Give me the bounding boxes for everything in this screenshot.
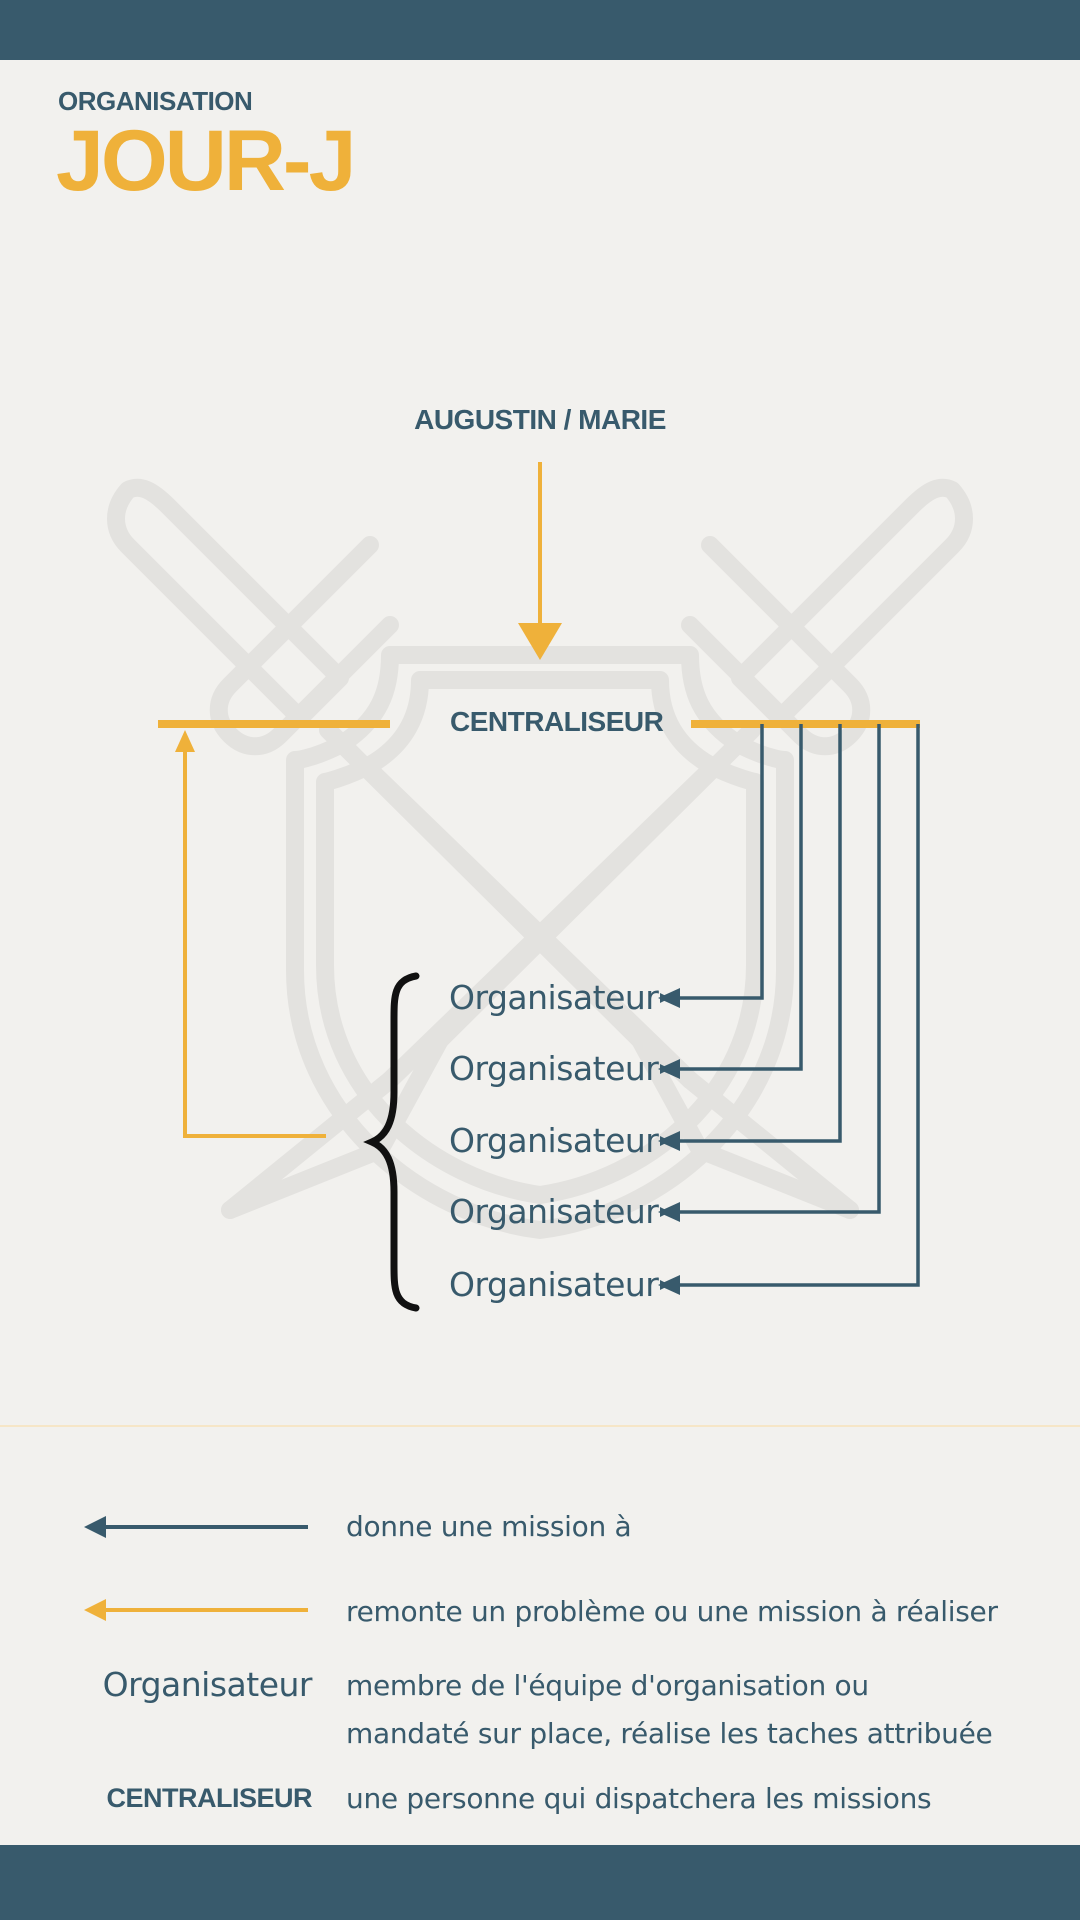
legend-centralizer-def: une personne qui dispatchera les mission… bbox=[346, 1782, 932, 1815]
legend-centralizer-term: CENTRALISEUR bbox=[106, 1783, 312, 1813]
bottom-banner bbox=[0, 1845, 1080, 1920]
legend-organizer-def-line2: mandaté sur place, réalise les taches at… bbox=[346, 1717, 993, 1750]
legend-divider bbox=[0, 1425, 1080, 1427]
legend-organizer-def-line1: membre de l'équipe d'organisation ou bbox=[346, 1669, 869, 1702]
legend-organizer-term: Organisateur bbox=[102, 1665, 313, 1704]
top-banner bbox=[0, 0, 1080, 60]
crossed-swords-shield-icon bbox=[107, 478, 973, 1239]
mission-arrows bbox=[660, 724, 920, 1290]
legend-navy-arrow-icon bbox=[84, 1516, 308, 1538]
curly-brace-icon bbox=[363, 972, 420, 1312]
organizer-label-1: Organisateur bbox=[449, 978, 659, 1017]
header-title: JOUR-J bbox=[56, 113, 356, 209]
mission-arrow-3 bbox=[660, 724, 842, 1146]
legend-blue-arrow-text: donne une mission à bbox=[346, 1510, 632, 1543]
mission-arrow-4 bbox=[660, 724, 881, 1217]
arrow-top-to-centralizer bbox=[518, 462, 562, 660]
organizer-label-4: Organisateur bbox=[449, 1192, 659, 1231]
organizer-label-5: Organisateur bbox=[449, 1265, 659, 1304]
legend-yellow-arrow-icon bbox=[84, 1599, 308, 1621]
organizer-label-3: Organisateur bbox=[449, 1121, 659, 1160]
mission-arrow-1 bbox=[660, 724, 764, 1003]
organizer-label-2: Organisateur bbox=[449, 1049, 659, 1088]
mission-arrow-5 bbox=[660, 724, 920, 1290]
mission-arrow-2 bbox=[660, 724, 803, 1074]
mission-arrowheads bbox=[658, 988, 680, 1295]
top-person-label: AUGUSTIN / MARIE bbox=[414, 404, 666, 435]
header-subtitle: ORGANISATION bbox=[58, 86, 253, 116]
legend-yellow-arrow-text: remonte un problème ou une mission à réa… bbox=[346, 1595, 998, 1628]
centralizer-label: CENTRALISEUR bbox=[450, 706, 664, 737]
feedback-arrow bbox=[175, 730, 326, 1138]
